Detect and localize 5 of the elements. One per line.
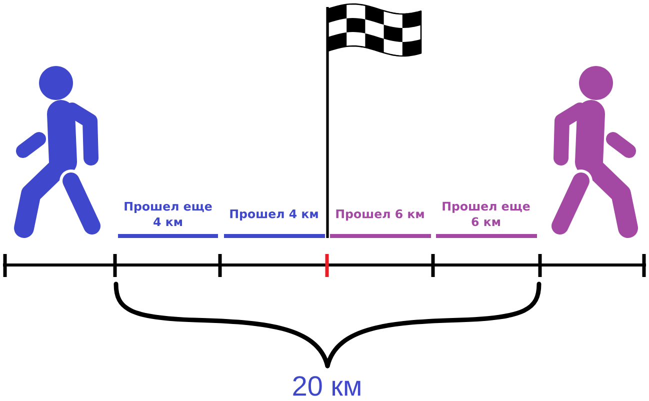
distance-label: Прошел еще 4 км xyxy=(124,202,212,226)
distance-label: Прошел 6 км xyxy=(336,209,424,221)
distance-label: Прошел 4 км xyxy=(230,209,318,221)
distance-label: Прошел еще 6 км xyxy=(442,202,530,226)
total-distance-label: 20 км xyxy=(293,376,360,396)
